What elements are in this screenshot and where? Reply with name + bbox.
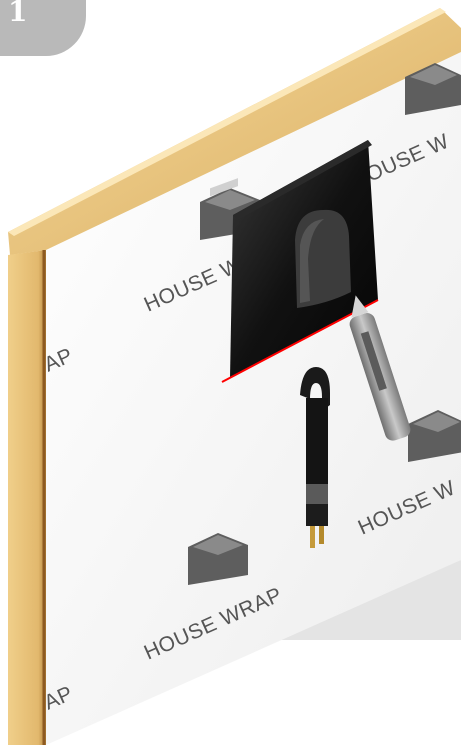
left-stud xyxy=(8,250,46,745)
